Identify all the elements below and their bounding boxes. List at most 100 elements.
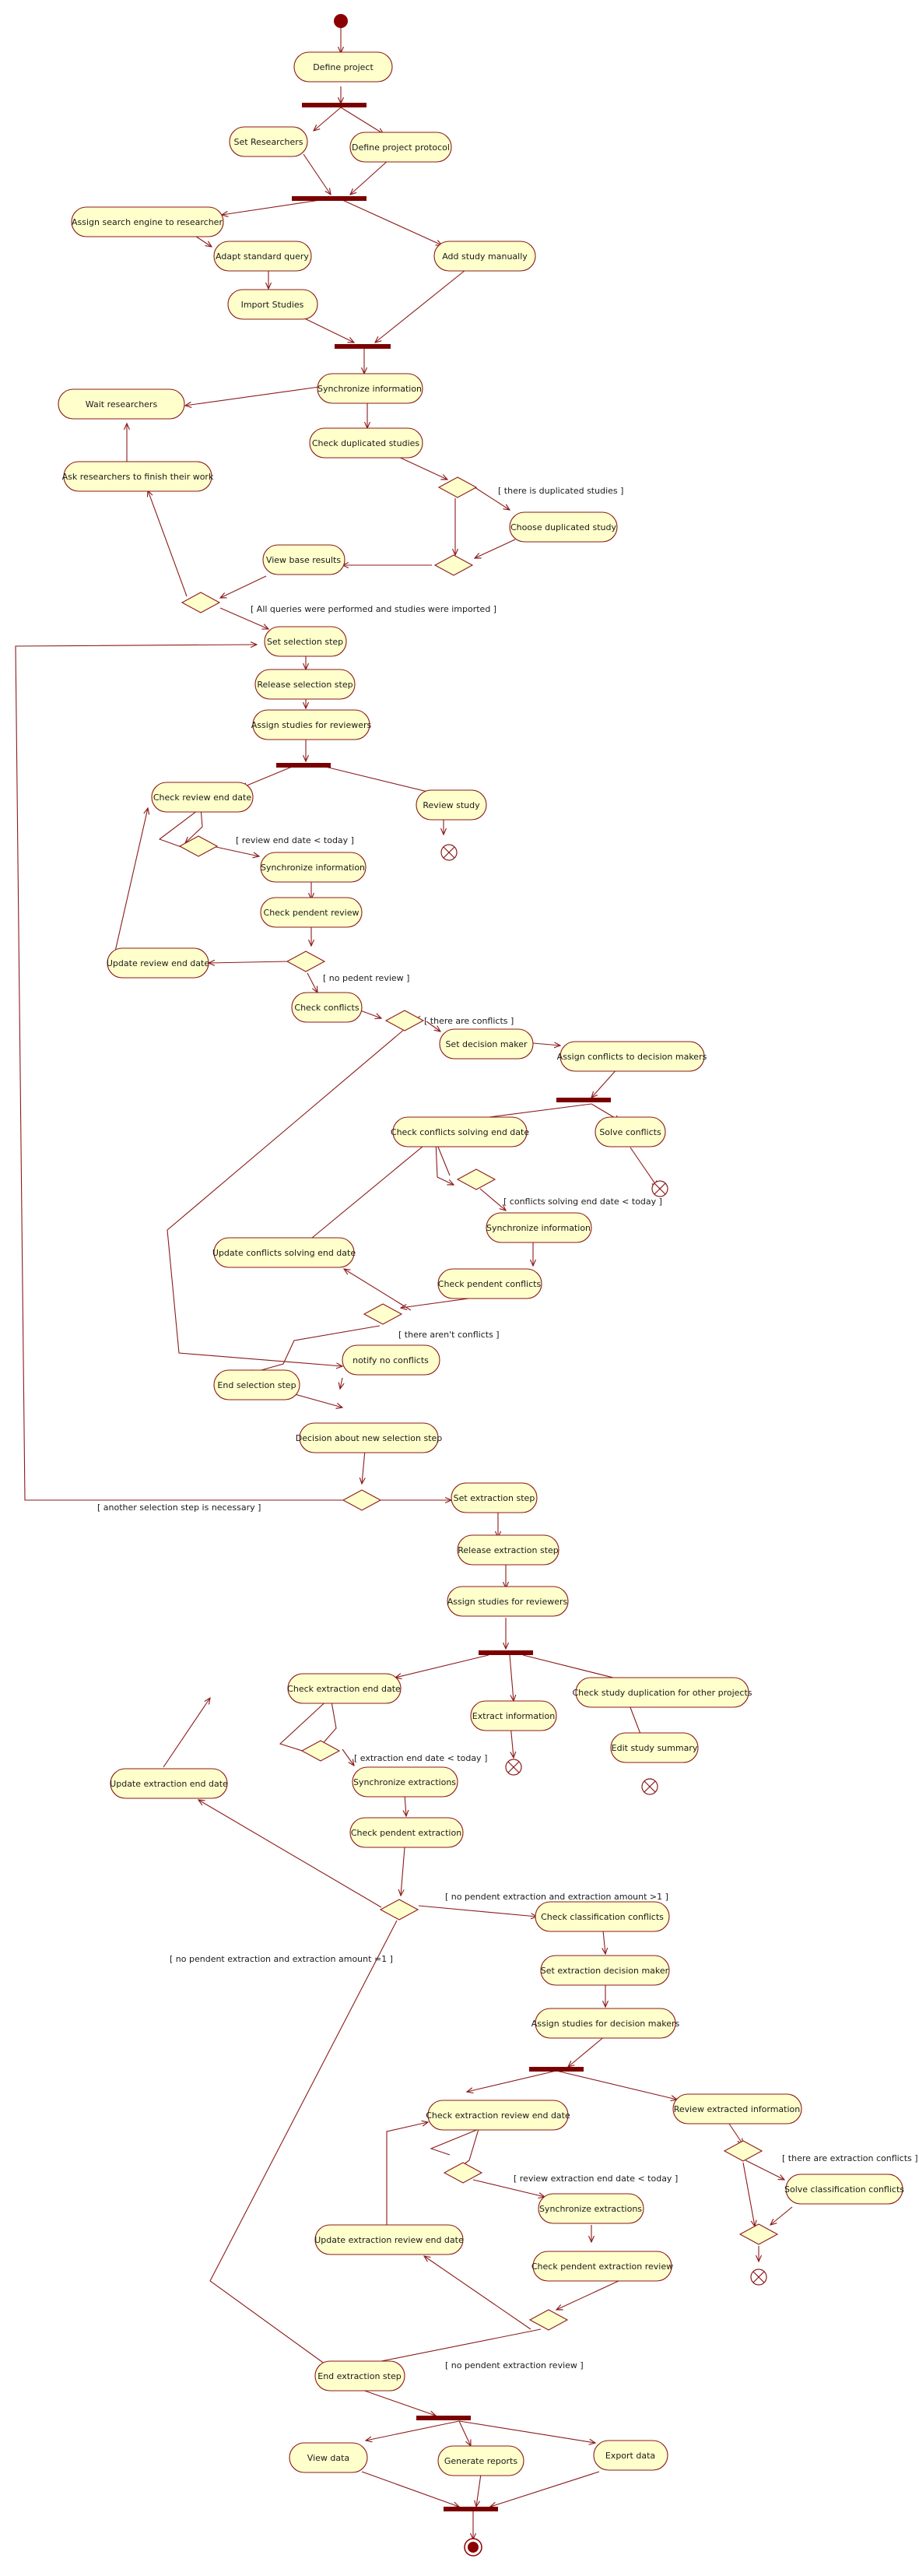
svg-text:Check pendent extraction revie: Check pendent extraction review [531, 2261, 673, 2272]
svg-text:Synchronize information: Synchronize information [261, 863, 365, 873]
guard-there-are-conflicts: [ there are conflicts ] [424, 1016, 514, 1026]
activity-release-extraction-step[interactable]: Release extraction step [457, 1534, 559, 1566]
activity-assign-studies-decision-makers[interactable]: Assign studies for decision makers [531, 2008, 680, 2039]
activity-extract-information[interactable]: Extract information [470, 1700, 557, 1731]
activity-set-selection-step[interactable]: Set selection step [264, 626, 347, 657]
svg-text:Check extraction review end da: Check extraction review end date [426, 2110, 570, 2121]
decision-diamond [181, 592, 221, 613]
decision-diamond [363, 1303, 403, 1325]
decision-diamond [433, 554, 474, 576]
activity-set-decision-maker[interactable]: Set decision maker [439, 1028, 534, 1060]
join-bar [335, 344, 391, 349]
fork-bar [556, 1098, 611, 1102]
svg-text:Check pendent conflicts: Check pendent conflicts [438, 1279, 542, 1289]
activity-assign-search-engine[interactable]: Assign search engine to researcher [71, 206, 224, 237]
svg-text:Adapt standard query: Adapt standard query [216, 251, 309, 262]
activity-release-selection-step[interactable]: Release selection step [254, 669, 356, 700]
activity-wait-researchers[interactable]: Wait researchers [58, 388, 185, 420]
svg-text:Decision about new selection s: Decision about new selection step [296, 1433, 443, 1443]
activity-decision-new-selection[interactable]: Decision about new selection step [296, 1422, 443, 1453]
activity-update-conflicts-solving[interactable]: Update conflicts solving end date [212, 1237, 356, 1268]
guard-another-selection: [ another selection step is necessary ] [97, 1502, 261, 1513]
activity-review-study[interactable]: Review study [416, 789, 487, 821]
activity-define-project[interactable]: Define project [293, 51, 393, 83]
activity-check-duplicated-studies[interactable]: Check duplicated studies [309, 427, 423, 459]
svg-text:Set decision maker: Set decision maker [445, 1039, 528, 1049]
activity-synchronize-information-3[interactable]: Synchronize information [486, 1212, 592, 1243]
activity-end-selection-step[interactable]: End selection step [213, 1369, 300, 1400]
activity-update-extraction-end-date[interactable]: Update extraction end date [110, 1768, 228, 1799]
activity-notify-no-conflicts[interactable]: notify no conflicts [342, 1344, 440, 1376]
svg-text:Add study manually: Add study manually [442, 251, 528, 262]
activity-check-pendent-review[interactable]: Check pendent review [260, 897, 363, 928]
activity-assign-studies-reviewers-2[interactable]: Assign studies for reviewers [447, 1586, 569, 1617]
svg-text:Set extraction decision maker: Set extraction decision maker [541, 1966, 669, 1976]
activity-check-classification-conflicts[interactable]: Check classification conflicts [535, 1901, 670, 1932]
activity-set-extraction-decision-maker[interactable]: Set extraction decision maker [540, 1955, 670, 1986]
activity-review-extracted-information[interactable]: Review extracted information [672, 2093, 802, 2124]
svg-text:Synchronize information: Synchronize information [317, 384, 422, 394]
activity-ask-researchers[interactable]: Ask researchers to finish their work [62, 461, 214, 492]
decision-diamond [342, 1489, 382, 1511]
activity-check-extraction-end-date[interactable]: Check extraction end date [287, 1673, 402, 1704]
svg-text:Check conflicts: Check conflicts [294, 1003, 359, 1013]
activity-view-base-results[interactable]: View base results [262, 544, 346, 575]
activity-check-study-duplication[interactable]: Check study duplication for other projec… [572, 1677, 752, 1708]
activity-solve-conflicts[interactable]: Solve conflicts [595, 1116, 666, 1147]
svg-text:Export data: Export data [605, 2451, 655, 2461]
activity-synchronize-extractions-1[interactable]: Synchronize extractions [352, 1766, 458, 1798]
activity-view-data[interactable]: View data [289, 2442, 368, 2473]
activity-check-extraction-review-end-date[interactable]: Check extraction review end date [426, 2100, 570, 2131]
svg-text:Assign studies for reviewers: Assign studies for reviewers [447, 1597, 568, 1607]
svg-text:Assign conflicts to decision m: Assign conflicts to decision makers [557, 1052, 707, 1062]
activity-generate-reports[interactable]: Generate reports [437, 2445, 524, 2476]
guard-review-end-date: [ review end date < today ] [236, 835, 354, 845]
svg-text:Synchronize extractions: Synchronize extractions [539, 2204, 642, 2214]
activity-adapt-standard-query[interactable]: Adapt standard query [213, 241, 312, 272]
activity-check-pendent-extraction[interactable]: Check pendent extraction [349, 1817, 464, 1848]
decision-diamond [443, 2162, 483, 2184]
activity-synchronize-extractions-2[interactable]: Synchronize extractions [538, 2193, 644, 2224]
activity-check-conflicts-solving[interactable]: Check conflicts solving end date [391, 1116, 529, 1147]
activity-set-extraction-step[interactable]: Set extraction step [451, 1482, 538, 1513]
activity-check-review-end-date[interactable]: Check review end date [151, 782, 254, 813]
svg-text:Synchronize extractions: Synchronize extractions [353, 1777, 456, 1787]
activity-add-study-manually[interactable]: Add study manually [433, 241, 536, 272]
flow-final-icon [651, 1180, 668, 1197]
svg-text:Check pendent extraction: Check pendent extraction [351, 1828, 461, 1838]
activity-check-conflicts[interactable]: Check conflicts [291, 992, 363, 1023]
guard-no-pendent-review: [ no pedent review ] [323, 973, 409, 983]
activity-synchronize-information-1[interactable]: Synchronize information [317, 373, 423, 404]
decision-diamond [286, 951, 326, 972]
fork-bar [529, 2067, 584, 2072]
activity-assign-conflicts[interactable]: Assign conflicts to decision makers [557, 1041, 707, 1072]
svg-text:Generate reports: Generate reports [444, 2456, 517, 2466]
svg-text:Synchronize information: Synchronize information [486, 1223, 591, 1233]
activity-update-extraction-review-end-date[interactable]: Update extraction review end date [314, 2224, 464, 2255]
svg-text:Assign studies for reviewers: Assign studies for reviewers [251, 720, 372, 730]
flow-final-icon [750, 2268, 767, 2286]
activity-solve-classification-conflicts[interactable]: Solve classification conflicts [784, 2174, 904, 2205]
flow-final-icon [505, 1759, 522, 1776]
activity-define-project-protocol[interactable]: Define project protocol [349, 132, 452, 163]
activity-check-pendent-conflicts[interactable]: Check pendent conflicts [437, 1268, 542, 1299]
svg-text:Check study duplication for ot: Check study duplication for other projec… [572, 1688, 752, 1698]
activity-check-pendent-extraction-review[interactable]: Check pendent extraction review [531, 2251, 673, 2282]
svg-text:End extraction step: End extraction step [317, 2371, 401, 2381]
decision-diamond [528, 2309, 569, 2331]
activity-end-extraction-step[interactable]: End extraction step [314, 2360, 405, 2391]
activity-choose-duplicated-study[interactable]: Choose duplicated study [509, 511, 618, 543]
activity-edit-study-summary[interactable]: Edit study summary [610, 1732, 699, 1763]
activity-assign-studies-reviewers-1[interactable]: Assign studies for reviewers [251, 709, 372, 740]
activity-update-review-end-date[interactable]: Update review end date [107, 947, 209, 979]
decision-nodes [178, 476, 779, 2331]
activity-export-data[interactable]: Export data [593, 2440, 668, 2471]
svg-text:Check conflicts solving end da: Check conflicts solving end date [391, 1127, 529, 1137]
guard-duplicated-studies: [ there is duplicated studies ] [498, 486, 623, 496]
fork-bar [479, 1650, 533, 1655]
activity-import-studies[interactable]: Import Studies [227, 289, 318, 320]
guard-labels: [ there is duplicated studies ] [ All qu… [97, 486, 918, 2370]
svg-text:View base results: View base results [266, 555, 341, 565]
activity-set-researchers[interactable]: Set Researchers [229, 126, 308, 157]
activity-synchronize-information-2[interactable]: Synchronize information [260, 852, 367, 883]
